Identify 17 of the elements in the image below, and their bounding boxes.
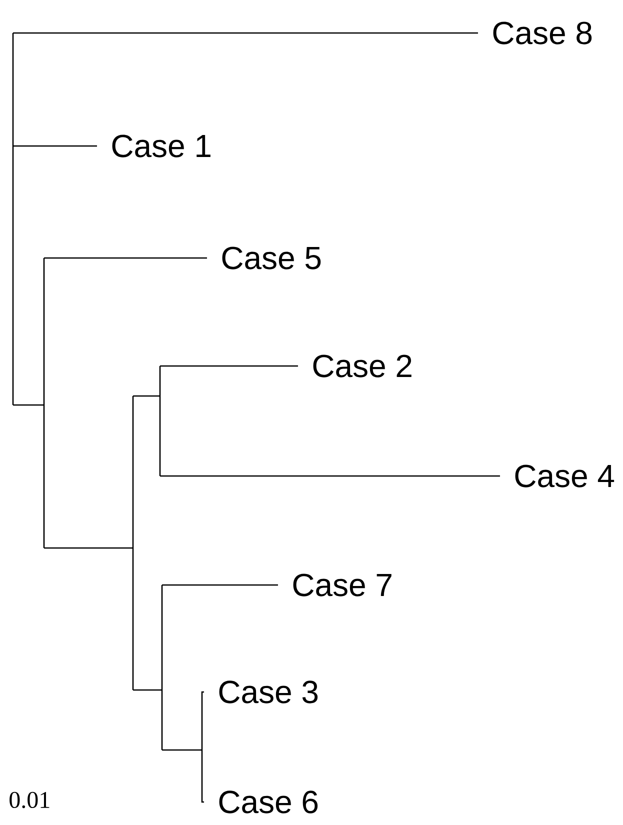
branch-line (44, 257, 207, 259)
branch-line (13, 32, 478, 34)
leaf-label: Case 6 (219, 790, 318, 814)
leaf-label: Case 1 (112, 134, 210, 158)
leaf-label: Case 3 (219, 680, 318, 704)
leaf-label: Case 7 (293, 574, 392, 596)
scale-label: 0.01 (10, 792, 50, 808)
leaf-label: Case 4 (515, 464, 614, 488)
leaf-label: Case 8 (493, 22, 592, 44)
branch-line (13, 145, 97, 147)
leaf-label: Case 2 (313, 354, 412, 378)
branch-line (201, 750, 204, 803)
branch-line (201, 691, 204, 750)
branch-line (160, 365, 298, 367)
branch-line (160, 475, 500, 477)
branch-line (162, 584, 278, 586)
leaf-label: Case 5 (222, 246, 321, 270)
